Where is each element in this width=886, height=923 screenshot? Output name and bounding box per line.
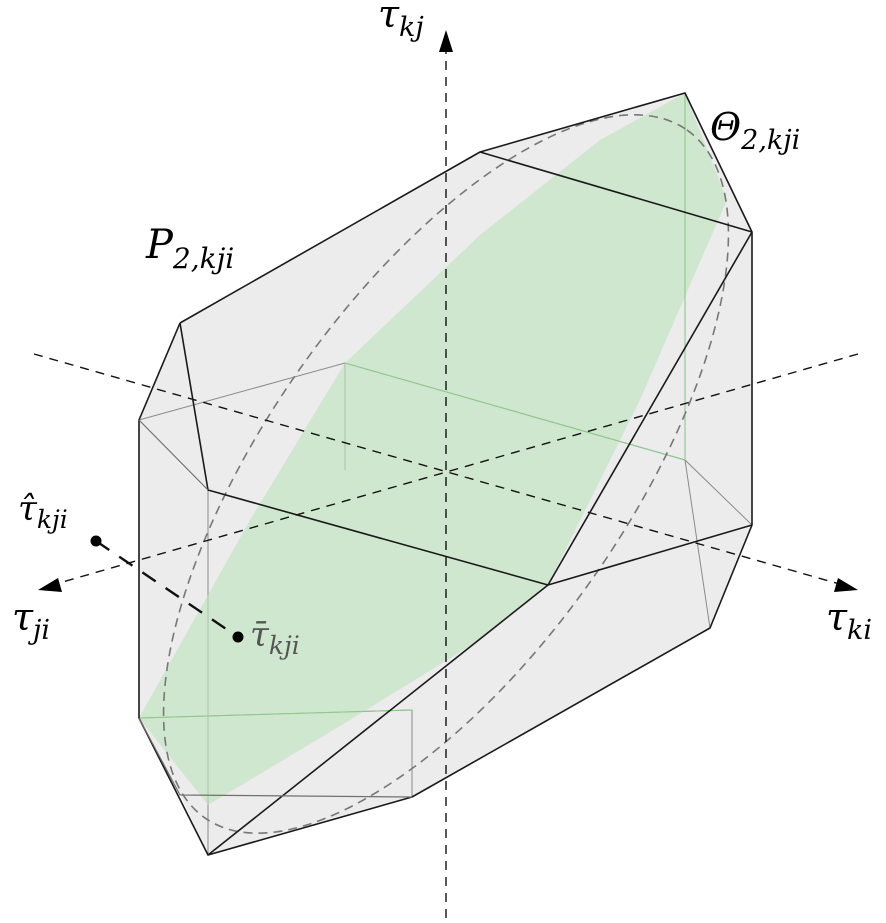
label-point-bar: τ̄kji: [250, 615, 300, 660]
label-axis-ji-base: τ: [12, 595, 34, 639]
axis-ji-line: [51, 353, 859, 586]
label-axis-ji-sub: ji: [28, 615, 50, 646]
axis-ji-arrowhead: [38, 578, 62, 592]
label-point-hat-base: τ̂: [18, 489, 38, 529]
label-ellipse: Θ2,kji: [710, 105, 800, 156]
label-axis-ji: τji: [12, 595, 50, 646]
axes: [33, 30, 859, 918]
point-bar: [232, 631, 244, 643]
label-polytope: P2,kji: [145, 222, 234, 275]
label-axis-kj-base: τ: [378, 0, 400, 36]
polytope-front-edges: [138, 92, 753, 856]
label-polytope-sub: 2,kji: [172, 242, 234, 275]
label-point-bar-sub: kji: [269, 631, 300, 660]
ellipse-theta: [162, 113, 730, 835]
label-axis-ki-sub: ki: [847, 615, 872, 646]
section-plane-face: [139, 93, 727, 805]
label-axis-kj: τkj: [378, 0, 424, 43]
points: [90, 535, 244, 643]
point-hat: [90, 535, 102, 547]
label-ellipse-sub: 2,kji: [740, 125, 800, 156]
label-axis-ki: τki: [826, 595, 872, 646]
label-ellipse-base: Θ: [710, 105, 741, 149]
axis-kj-arrowhead: [439, 30, 453, 52]
label-polytope-base: P: [145, 222, 174, 268]
section-plane: [138, 93, 727, 805]
axis-ki-line: [33, 353, 844, 586]
label-point-hat: τ̂kji: [18, 489, 68, 534]
connector-line: [95, 540, 239, 638]
label-point-bar-base: τ̄: [250, 615, 270, 655]
labels: τkj τji τki P2,kji Θ2,kji τ̂kji τ̄kji: [12, 0, 872, 660]
label-point-hat-sub: kji: [37, 505, 68, 534]
label-axis-ki-base: τ: [826, 595, 848, 639]
axis-ki-arrowhead: [834, 578, 858, 592]
label-axis-kj-sub: kj: [399, 12, 424, 43]
